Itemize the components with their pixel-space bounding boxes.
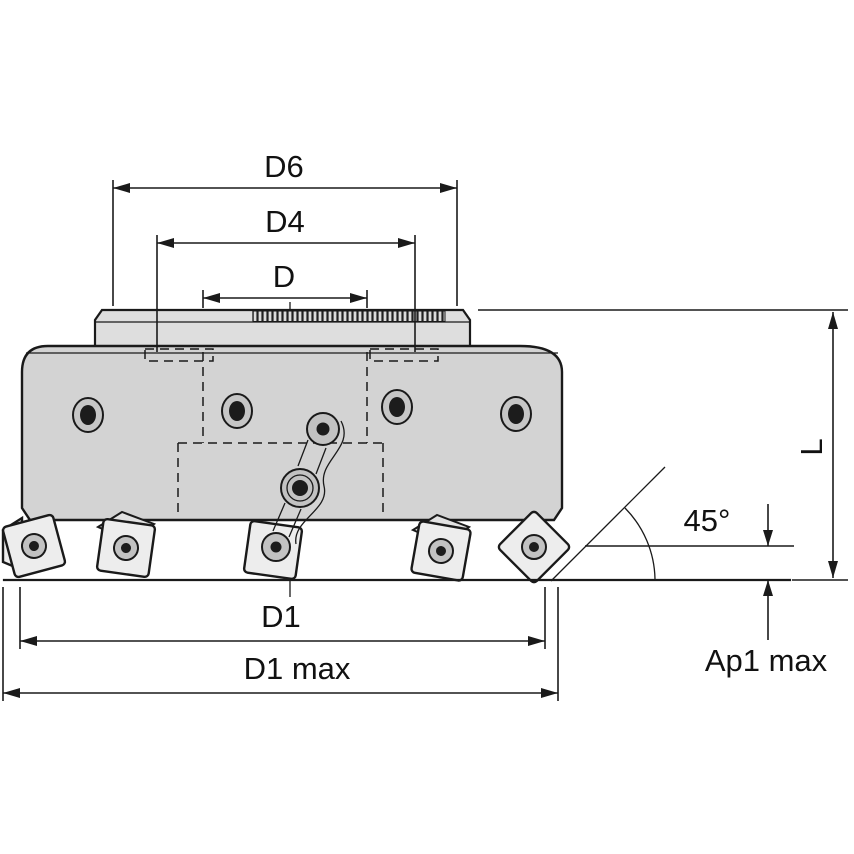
ap1-max-label: Ap1 max (705, 643, 828, 678)
arrowhead (541, 688, 558, 698)
dimension-d1: D1 (19, 587, 546, 649)
d4-label: D4 (265, 204, 305, 239)
arrowhead (528, 636, 545, 646)
arrowhead (113, 183, 130, 193)
arrowhead (440, 183, 457, 193)
dimension-d1-max: D1 max (2, 587, 559, 701)
insert (95, 517, 157, 579)
arrowhead (398, 238, 415, 248)
insert-45-degree (497, 510, 571, 584)
mounting-hole (72, 397, 104, 433)
mounting-hole (221, 393, 253, 429)
dimension-d4: D4 (156, 204, 416, 352)
mounting-hole (500, 396, 532, 432)
mounting-hole (381, 389, 413, 425)
insert-screw-section (261, 412, 345, 562)
d6-label: D6 (264, 149, 304, 184)
d-label: D (273, 259, 295, 294)
angle-arc (624, 507, 656, 580)
hub (93, 308, 472, 350)
dimension-d: D (202, 259, 368, 308)
hidden-lines (144, 348, 439, 518)
angle-construction-line (550, 466, 666, 582)
arrowhead (763, 530, 773, 546)
arrowhead (157, 238, 174, 248)
arrowhead (203, 293, 220, 303)
arrowhead (828, 312, 838, 329)
section-break-line (295, 420, 345, 545)
l-label: L (794, 438, 829, 455)
insert (410, 520, 472, 582)
arrowhead (20, 636, 37, 646)
dimension-d6: D6 (112, 149, 458, 306)
dimension-ap1-max: Ap1 max (585, 504, 828, 678)
cutter-body (20, 344, 564, 522)
angle-annotation: 45° (550, 466, 731, 582)
knurl-band (252, 310, 446, 322)
arrowhead (350, 293, 367, 303)
d1-label: D1 (261, 599, 301, 634)
arrowhead (763, 580, 773, 596)
arrowhead (828, 561, 838, 578)
d1-max-label: D1 max (244, 651, 351, 686)
insert (1, 513, 67, 579)
dimension-l: L (478, 309, 848, 581)
angle-label: 45° (684, 503, 731, 538)
arrowhead (3, 688, 20, 698)
